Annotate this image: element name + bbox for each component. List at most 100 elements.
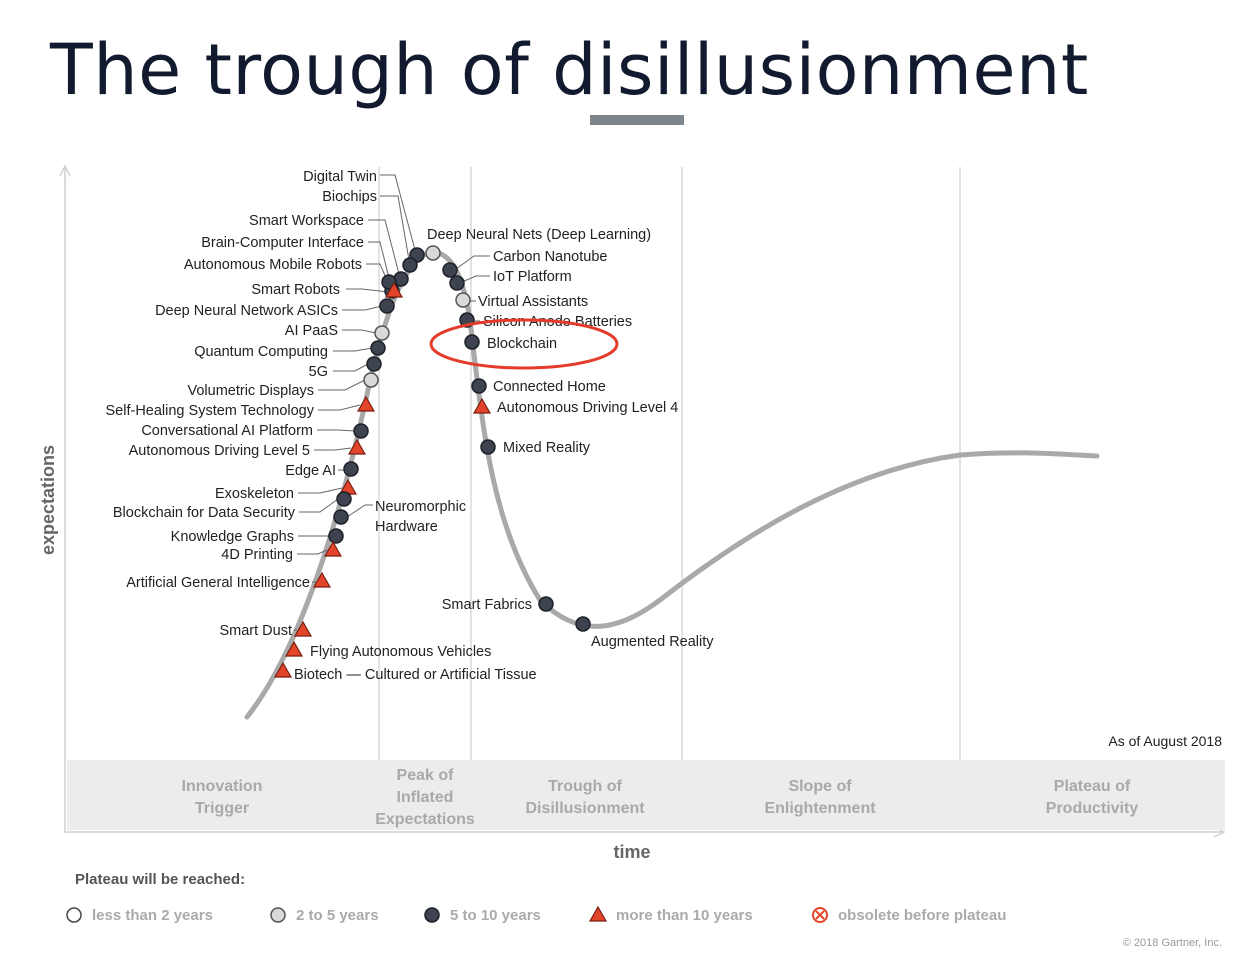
- leader-line-autonomous-mobile-robots: [366, 263, 387, 279]
- tech-label-carbon-nanotube: Carbon Nanotube: [493, 249, 607, 265]
- leader-line-deep-neural-network-asics: [342, 305, 383, 311]
- tech-label-virtual-assistants: Virtual Assistants: [478, 294, 588, 310]
- tech-label-digital-twin: Digital Twin: [303, 169, 377, 185]
- leader-line-5g: [333, 363, 369, 372]
- tech-label-quantum-computing: Quantum Computing: [194, 344, 328, 360]
- marker-blockchain: [464, 334, 480, 350]
- marker-edge-ai: [343, 461, 359, 477]
- marker-4d-printing: [323, 540, 343, 557]
- legend-label-less-than-2-years: less than 2 years: [92, 907, 213, 924]
- marker-carbon-nanotube: [442, 262, 458, 278]
- leader-line-conversational-ai-platform: [317, 429, 356, 432]
- y-axis-arrow: [59, 164, 71, 177]
- legend-marker-obsolete-before-plateau: [812, 907, 828, 923]
- leader-line-autonomous-driving-level-5: [314, 447, 352, 451]
- marker-biochips: [402, 257, 418, 273]
- marker-flying-autonomous-vehicles: [284, 640, 304, 657]
- legend-label-5-to-10-years: 5 to 10 years: [450, 907, 541, 924]
- tech-label-exoskeleton: Exoskeleton: [215, 486, 294, 502]
- marker-volumetric-displays: [363, 372, 379, 388]
- legend-label-2-to-5-years: 2 to 5 years: [296, 907, 379, 924]
- tech-label-deep-neural-nets-deep-learning: Deep Neural Nets (Deep Learning): [427, 227, 651, 243]
- legend-marker-5-to-10-years: [424, 907, 440, 923]
- leader-line-smart-robots: [346, 288, 389, 293]
- tech-label-knowledge-graphs: Knowledge Graphs: [171, 529, 294, 545]
- legend-label-obsolete-before-plateau: obsolete before plateau: [838, 907, 1006, 924]
- tech-label-smart-dust: Smart Dust: [219, 623, 292, 639]
- tech-label-autonomous-driving-level-5: Autonomous Driving Level 5: [129, 443, 310, 459]
- leader-line-smart-workspace: [368, 219, 400, 275]
- tech-label-volumetric-displays: Volumetric Displays: [187, 383, 314, 399]
- phase-band: [67, 760, 1225, 830]
- tech-label-brain-computer-interface: Brain-Computer Interface: [201, 235, 364, 251]
- title-underline: [590, 115, 684, 125]
- marker-deep-neural-nets-deep-learning: [425, 245, 441, 261]
- marker-virtual-assistants: [455, 292, 471, 308]
- tech-label-mixed-reality: Mixed Reality: [503, 440, 591, 456]
- y-axis-label: expectations: [38, 445, 58, 555]
- leader-line-brain-computer-interface: [368, 241, 392, 287]
- marker-smart-dust: [293, 620, 313, 637]
- leader-line-self-healing-system-technology: [318, 404, 361, 411]
- legend-marker-more-than-10-years: [588, 905, 608, 922]
- tech-label-smart-workspace: Smart Workspace: [249, 213, 364, 229]
- leader-line-iot-platform: [461, 275, 490, 283]
- tech-label-biotech-cultured-or-artificial-tissue: Biotech — Cultured or Artificial Tissue: [294, 667, 537, 683]
- marker-5g: [366, 356, 382, 372]
- marker-knowledge-graphs: [328, 528, 344, 544]
- tech-label-artificial-general-intelligence: Artificial General Intelligence: [126, 575, 310, 591]
- tech-label-blockchain: Blockchain: [487, 336, 557, 352]
- x-axis-label: time: [613, 842, 650, 862]
- tech-label-conversational-ai-platform: Conversational AI Platform: [141, 423, 313, 439]
- tech-label-smart-robots: Smart Robots: [251, 282, 340, 298]
- legend-title: Plateau will be reached:: [75, 871, 245, 888]
- slide-title: The trough of disillusionment: [50, 29, 1089, 111]
- legend-label-more-than-10-years: more than 10 years: [616, 907, 753, 924]
- copyright: © 2018 Gartner, Inc.: [1123, 937, 1222, 949]
- marker-self-healing-system-technology: [356, 395, 376, 412]
- legend-marker-2-to-5-years: [270, 907, 286, 923]
- marker-deep-neural-network-asics: [379, 298, 395, 314]
- marker-conversational-ai-platform: [353, 423, 369, 439]
- marker-iot-platform: [449, 275, 465, 291]
- legend-marker-less-than-2-years: [66, 907, 82, 923]
- leader-line-volumetric-displays: [318, 379, 366, 391]
- leader-line-exoskeleton: [298, 487, 343, 494]
- tech-label-blockchain-for-data-security: Blockchain for Data Security: [113, 505, 296, 521]
- tech-label-deep-neural-network-asics: Deep Neural Network ASICs: [155, 303, 338, 319]
- leader-line-biochips: [380, 195, 410, 261]
- marker-blockchain-for-data-security: [336, 491, 352, 507]
- marker-biotech-cultured-or-artificial-tissue: [273, 661, 293, 678]
- marker-connected-home: [471, 378, 487, 394]
- tech-label-autonomous-mobile-robots: Autonomous Mobile Robots: [184, 257, 362, 273]
- leader-line-digital-twin: [380, 174, 416, 251]
- tech-label-edge-ai: Edge AI: [285, 463, 336, 479]
- tech-label-4d-printing: 4D Printing: [221, 547, 293, 563]
- tech-label-autonomous-driving-level-4: Autonomous Driving Level 4: [497, 400, 678, 416]
- marker-neuromorphic-hardware: [333, 509, 349, 525]
- marker-smart-fabrics: [538, 596, 554, 612]
- marker-artificial-general-intelligence: [312, 571, 332, 588]
- tech-label-augmented-reality: Augmented Reality: [591, 634, 714, 650]
- tech-label-self-healing-system-technology: Self-Healing System Technology: [106, 403, 315, 419]
- tech-label-biochips: Biochips: [322, 189, 377, 205]
- as-of-date: As of August 2018: [1108, 733, 1222, 749]
- marker-autonomous-driving-level-5: [347, 438, 367, 455]
- marker-smart-robots: [384, 281, 404, 298]
- tech-label-5g: 5G: [309, 364, 328, 380]
- marker-mixed-reality: [480, 439, 496, 455]
- tech-label-iot-platform: IoT Platform: [493, 269, 572, 285]
- tech-label-flying-autonomous-vehicles: Flying Autonomous Vehicles: [310, 644, 491, 660]
- leader-line-blockchain-for-data-security: [299, 498, 339, 513]
- leader-line-neuromorphic-hardware: [346, 504, 373, 518]
- leader-line-ai-paas: [342, 329, 377, 334]
- marker-quantum-computing: [370, 340, 386, 356]
- tech-label-smart-fabrics: Smart Fabrics: [442, 597, 532, 613]
